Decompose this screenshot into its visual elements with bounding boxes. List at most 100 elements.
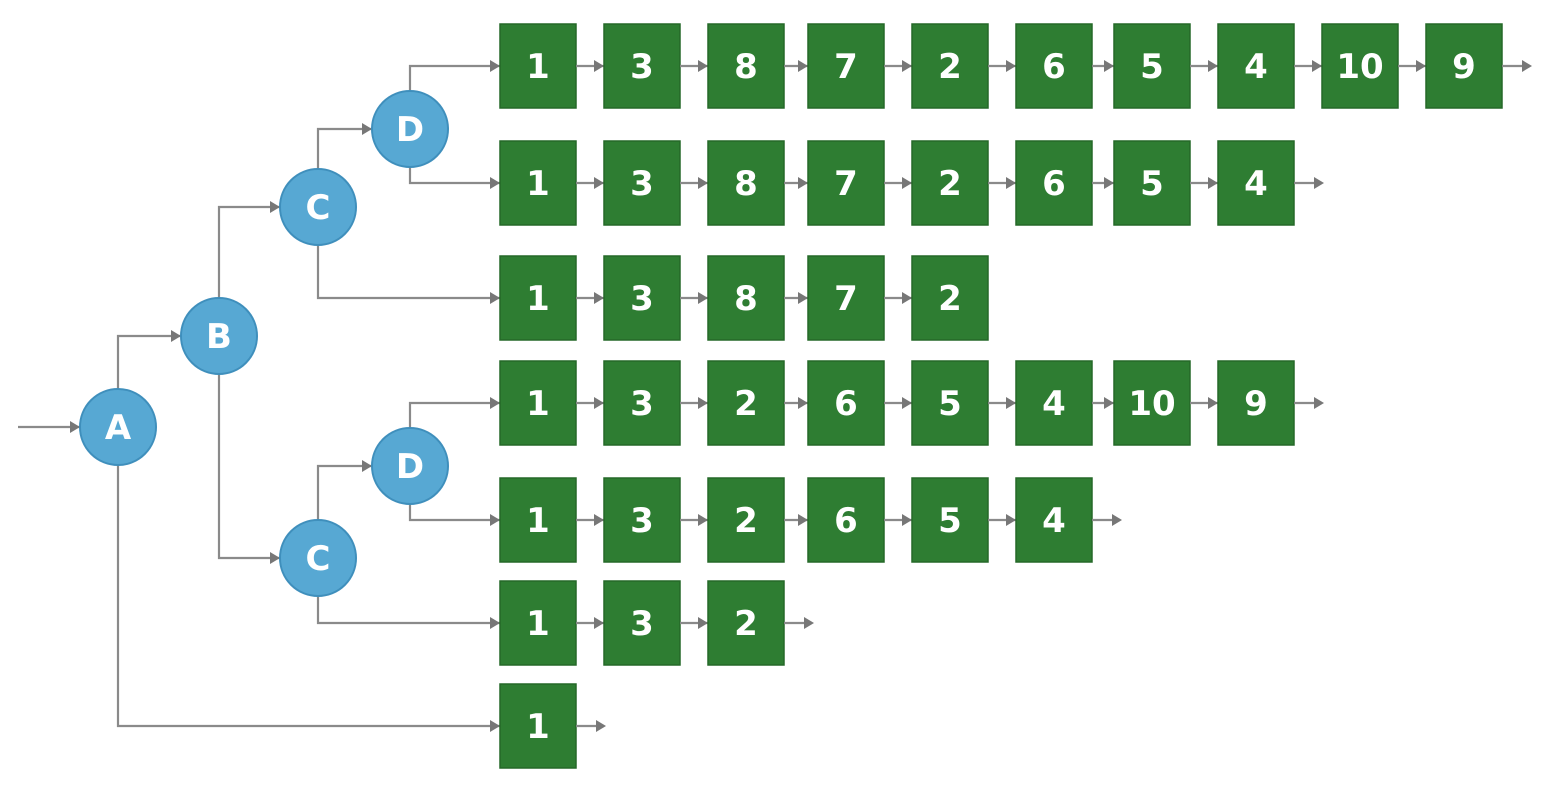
sequence-box: [707, 580, 785, 666]
box-arrowhead: [1104, 397, 1114, 409]
sequence-box: [1321, 23, 1399, 109]
sequence-box: [1113, 23, 1191, 109]
sequence-box: [1015, 140, 1093, 226]
edge-a-b-arrowhead: [171, 330, 181, 342]
edge-a-b: [116, 334, 181, 389]
box-arrowhead: [594, 397, 604, 409]
sequence-row-7: 1: [499, 683, 606, 769]
sequence-box-label: 5: [938, 501, 962, 541]
sequence-box-label: 1: [526, 604, 550, 644]
continuation-arrowhead: [1314, 177, 1324, 189]
continuation-arrowhead: [1314, 397, 1324, 409]
box-arrowhead: [902, 60, 912, 72]
row-6-entry-arrowhead: [490, 617, 500, 629]
node-b: B: [180, 297, 258, 375]
sequence-box-label: 5: [1140, 164, 1164, 204]
edge-c1-d1: [316, 127, 372, 169]
row-3-entry-arrowhead: [490, 292, 500, 304]
box-arrowhead: [1208, 60, 1218, 72]
row-5-connector: [408, 504, 500, 522]
sequence-box: [807, 360, 885, 446]
sequence-box-label: 5: [938, 384, 962, 424]
box-arrowhead: [1416, 60, 1426, 72]
sequence-box: [1217, 23, 1295, 109]
box-arrowhead: [1006, 397, 1016, 409]
sequence-box: [1217, 140, 1295, 226]
box-arrowhead: [698, 292, 708, 304]
box-arrowhead: [698, 617, 708, 629]
sequence-box: [1015, 23, 1093, 109]
sequence-box-label: 1: [526, 707, 550, 747]
row-2-connector: [408, 167, 500, 185]
sequence-box-label: 3: [630, 164, 654, 204]
sequence-box: [807, 477, 885, 563]
node-label: D: [396, 110, 424, 150]
sequence-box: [603, 140, 681, 226]
sequence-box-label: 8: [734, 279, 758, 319]
node-circle: [79, 388, 157, 466]
box-arrowhead: [698, 177, 708, 189]
sequence-box-label: 8: [734, 47, 758, 87]
box-arrowhead: [1312, 60, 1322, 72]
connectors: [18, 60, 500, 732]
row-1-connector: [408, 64, 500, 91]
sequence-box-label: 3: [630, 47, 654, 87]
node-c2: C: [279, 519, 357, 597]
sequence-box-label: 9: [1244, 384, 1268, 424]
row-6-connector: [316, 596, 500, 625]
box-arrowhead: [594, 292, 604, 304]
sequence-box-label: 10: [1128, 384, 1175, 424]
sequence-box: [603, 23, 681, 109]
sequence-box: [707, 360, 785, 446]
box-arrowhead: [594, 177, 604, 189]
edge-b-c1-arrowhead: [270, 201, 280, 213]
node-circle: [371, 90, 449, 168]
sequence-box: [807, 255, 885, 341]
box-arrowhead: [902, 292, 912, 304]
edge-b-c2: [217, 374, 280, 560]
row-4-connector: [408, 401, 500, 428]
sequence-box-label: 3: [630, 604, 654, 644]
box-arrowhead: [1006, 177, 1016, 189]
node-label: A: [105, 408, 132, 448]
sequence-box-label: 4: [1042, 384, 1066, 424]
sequence-box-label: 4: [1244, 47, 1268, 87]
sequence-box: [911, 255, 989, 341]
edge-c2-d2: [316, 464, 372, 520]
node-circle: [371, 427, 449, 505]
sequence-box: [603, 255, 681, 341]
sequence-box-label: 3: [630, 279, 654, 319]
sequence-box: [707, 477, 785, 563]
box-arrowhead: [1006, 60, 1016, 72]
sequence-box: [1113, 360, 1191, 446]
sequence-box-label: 7: [834, 164, 858, 204]
sequence-box: [603, 580, 681, 666]
sequence-box-label: 9: [1452, 47, 1476, 87]
node-circle: [279, 168, 357, 246]
sequence-box: [911, 140, 989, 226]
row-1-entry-arrowhead: [490, 60, 500, 72]
sequence-box-label: 7: [834, 279, 858, 319]
box-arrowhead: [798, 292, 808, 304]
node-circle: [279, 519, 357, 597]
node-label: C: [306, 539, 331, 579]
node-c1: C: [279, 168, 357, 246]
sequence-box-label: 5: [1140, 47, 1164, 87]
continuation-arrowhead: [1112, 514, 1122, 526]
sequence-box: [911, 360, 989, 446]
sequence-box: [1217, 360, 1295, 446]
sequence-box-label: 8: [734, 164, 758, 204]
sequence-box-label: 2: [938, 47, 962, 87]
box-arrowhead: [798, 397, 808, 409]
sequence-box-label: 2: [734, 384, 758, 424]
sequence-box-label: 3: [630, 501, 654, 541]
box-arrowhead: [698, 60, 708, 72]
sequence-box: [603, 477, 681, 563]
sequence-box: [707, 140, 785, 226]
